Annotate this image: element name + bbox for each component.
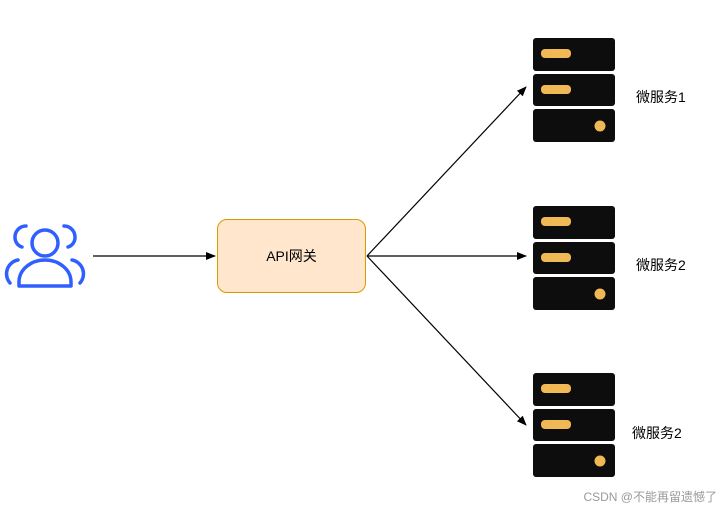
service-2-label: 微服务2 bbox=[636, 257, 686, 273]
service-1-label: 微服务1 bbox=[636, 89, 686, 105]
server-icon bbox=[533, 38, 615, 142]
users-icon bbox=[4, 224, 86, 288]
service-3-label: 微服务2 bbox=[632, 425, 682, 441]
api-gateway-label: API网关 bbox=[266, 248, 317, 264]
arrow-gateway-to-service-1 bbox=[366, 86, 527, 257]
api-gateway-node: API网关 bbox=[217, 219, 366, 293]
server-icon bbox=[533, 206, 615, 310]
server-icon bbox=[533, 373, 615, 477]
watermark: CSDN @不能再留遗憾了 bbox=[583, 490, 717, 504]
arrow-gateway-to-service-3 bbox=[366, 255, 527, 426]
